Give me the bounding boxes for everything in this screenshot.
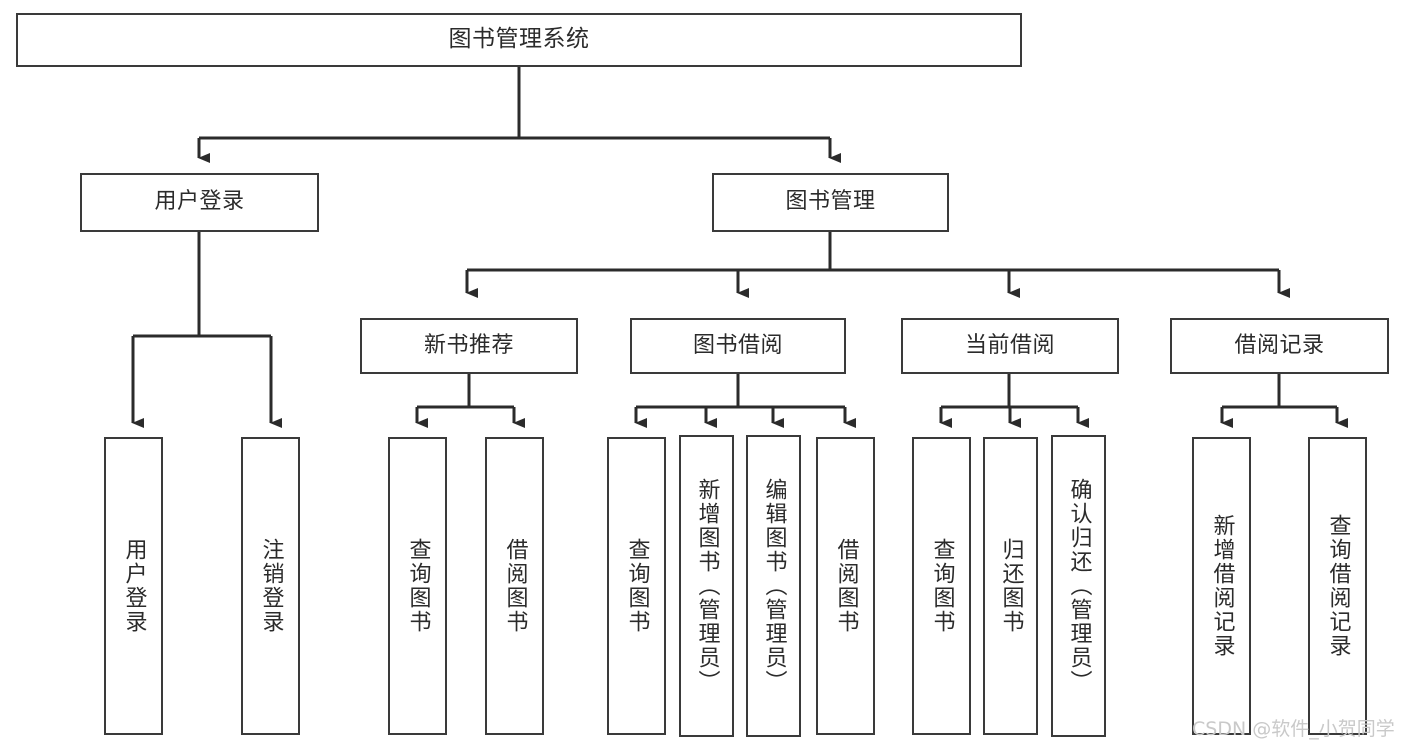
node-label: 图书管理	[785, 189, 876, 215]
node-label: 借阅图书	[833, 538, 859, 634]
leaf-recommend-borrow-book[interactable]: 借阅图书	[485, 437, 544, 735]
leaf-borrow-query-book[interactable]: 查询图书	[607, 437, 666, 735]
node-label: 查询图书	[405, 538, 431, 634]
node-label: 用户登录	[121, 538, 147, 634]
node-label: 借阅图书	[502, 538, 528, 634]
node-root-system[interactable]: 图书管理系统	[16, 13, 1022, 67]
csdn-watermark: CSDN @软件_小贺同学	[1192, 718, 1395, 740]
leaf-borrow-borrow-book[interactable]: 借阅图书	[816, 437, 875, 735]
leaf-current-query-book[interactable]: 查询图书	[912, 437, 971, 735]
node-label: 查询图书	[929, 538, 955, 634]
node-label: 确认归还（管理员）	[1066, 478, 1092, 694]
leaf-record-query-record[interactable]: 查询借阅记录	[1308, 437, 1367, 735]
node-label: 当前借阅	[964, 332, 1055, 358]
leaf-recommend-query-book[interactable]: 查询图书	[388, 437, 447, 735]
node-new-book-recommend[interactable]: 新书推荐	[360, 318, 578, 374]
node-borrow-record[interactable]: 借阅记录	[1170, 318, 1389, 374]
leaf-borrow-add-book-admin[interactable]: 新增图书（管理员）	[679, 435, 734, 737]
node-label: 注销登录	[258, 538, 284, 634]
node-label: 新增图书（管理员）	[694, 478, 720, 694]
leaf-current-confirm-return-admin[interactable]: 确认归还（管理员）	[1051, 435, 1106, 737]
node-label: 图书借阅	[692, 332, 783, 358]
node-label: 新增借阅记录	[1209, 514, 1235, 658]
node-label: 图书管理系统	[448, 26, 590, 53]
leaf-user-login-login[interactable]: 用户登录	[104, 437, 163, 735]
node-user-login[interactable]: 用户登录	[80, 173, 319, 232]
node-label: 借阅记录	[1234, 332, 1325, 358]
node-label: 用户登录	[154, 189, 245, 215]
node-book-borrow[interactable]: 图书借阅	[630, 318, 846, 374]
node-label: 新书推荐	[423, 332, 514, 358]
leaf-record-add-record[interactable]: 新增借阅记录	[1192, 437, 1251, 735]
leaf-borrow-edit-book-admin[interactable]: 编辑图书（管理员）	[746, 435, 801, 737]
node-label: 归还图书	[998, 538, 1024, 634]
node-label: 查询图书	[624, 538, 650, 634]
leaf-user-login-logout[interactable]: 注销登录	[241, 437, 300, 735]
node-label: 编辑图书（管理员）	[761, 478, 787, 694]
node-current-borrow[interactable]: 当前借阅	[901, 318, 1119, 374]
node-label: 查询借阅记录	[1325, 514, 1351, 658]
node-book-management[interactable]: 图书管理	[712, 173, 949, 232]
leaf-current-return-book[interactable]: 归还图书	[983, 437, 1038, 735]
